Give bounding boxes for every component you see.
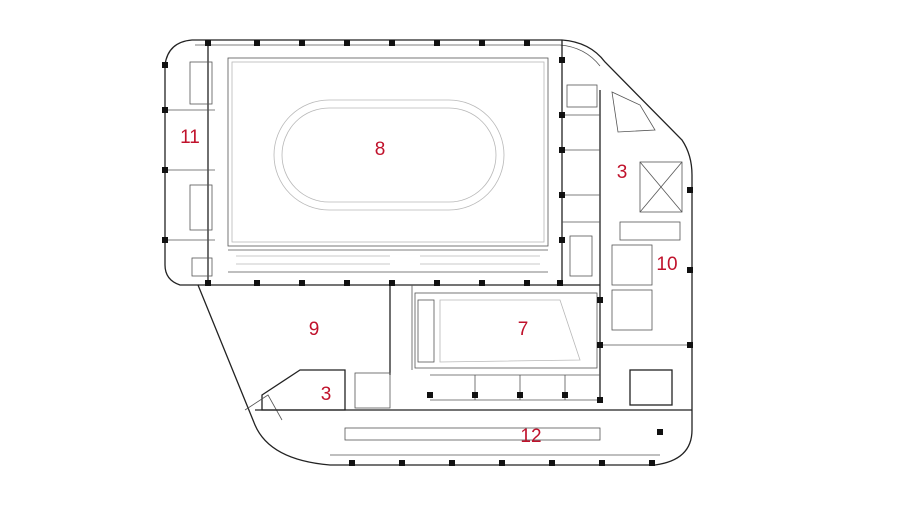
column	[162, 107, 168, 113]
column	[559, 112, 565, 118]
southwest-block	[244, 369, 391, 421]
column	[344, 280, 350, 286]
east-wing	[561, 40, 692, 406]
room-label-8: 8	[375, 139, 386, 160]
column	[162, 62, 168, 68]
column	[299, 280, 305, 286]
column	[389, 280, 395, 286]
room-label-11: 11	[180, 127, 200, 148]
room-label-3-east: 3	[617, 162, 628, 183]
column	[559, 192, 565, 198]
column	[597, 342, 603, 348]
column	[472, 392, 478, 398]
column	[499, 460, 505, 466]
column	[254, 40, 260, 46]
column	[559, 57, 565, 63]
column	[399, 460, 405, 466]
south-corridor	[255, 409, 692, 456]
room-label-12: 12	[520, 426, 541, 447]
column	[599, 460, 605, 466]
column	[254, 280, 260, 286]
column	[597, 397, 603, 403]
column	[427, 392, 433, 398]
columns	[162, 40, 693, 466]
central-zone	[198, 284, 600, 401]
running-track	[273, 99, 505, 211]
west-wing	[165, 45, 215, 285]
column	[434, 40, 440, 46]
column	[687, 267, 693, 273]
column	[162, 167, 168, 173]
column	[299, 40, 305, 46]
column	[649, 460, 655, 466]
column	[449, 460, 455, 466]
column	[344, 40, 350, 46]
column	[479, 280, 485, 286]
column	[517, 392, 523, 398]
column	[597, 297, 603, 303]
room-label-9: 9	[309, 319, 320, 340]
column	[205, 40, 211, 46]
room-label-10: 10	[656, 254, 677, 275]
room-label-3-south: 3	[321, 384, 332, 405]
room-label-7: 7	[518, 319, 529, 340]
column	[524, 40, 530, 46]
column	[205, 280, 211, 286]
column	[434, 280, 440, 286]
column	[389, 40, 395, 46]
column	[524, 280, 530, 286]
column	[549, 460, 555, 466]
column	[657, 429, 663, 435]
column	[562, 392, 568, 398]
column	[687, 187, 693, 193]
column	[557, 280, 563, 286]
building-outline	[164, 39, 693, 466]
column	[479, 40, 485, 46]
column	[559, 237, 565, 243]
column	[559, 147, 565, 153]
column	[349, 460, 355, 466]
column	[162, 237, 168, 243]
track-hall	[227, 57, 549, 273]
column	[687, 342, 693, 348]
